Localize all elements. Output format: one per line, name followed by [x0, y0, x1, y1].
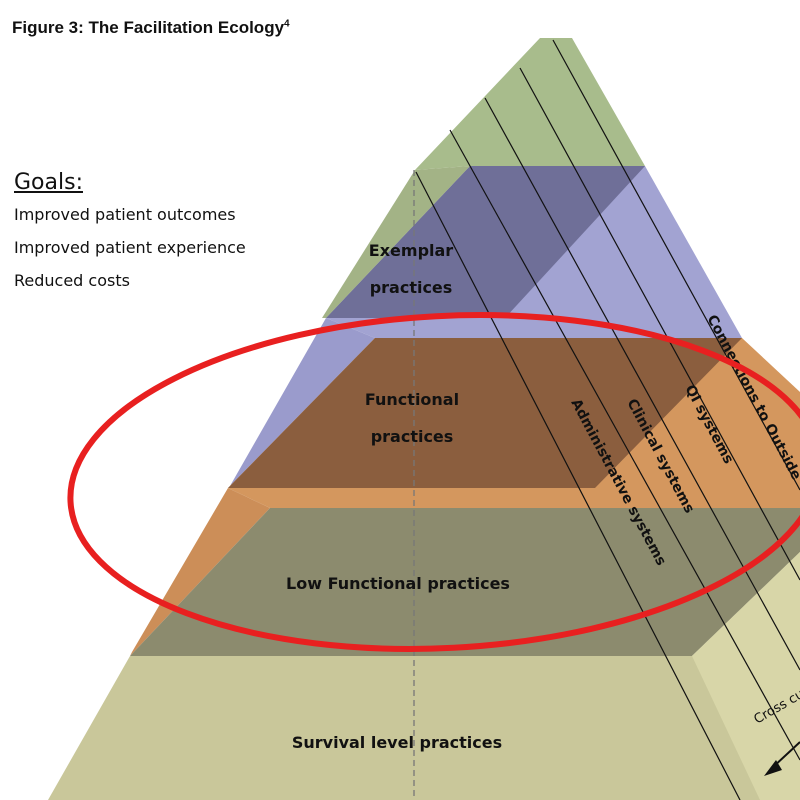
orange-left-face: [130, 488, 270, 656]
blue-overlay-dark: [326, 166, 645, 318]
goal-item-costs: Reduced costs: [14, 271, 130, 290]
goals-heading: Goals:: [14, 170, 83, 195]
survival-face: [48, 552, 800, 800]
pyramid-top-green: [415, 38, 645, 170]
blue-left-face: [228, 318, 375, 488]
level-label-functional-1: Functional: [365, 390, 459, 409]
highlight-ellipse: [67, 312, 800, 652]
figure-title: Figure 3: The Facilitation Ecology4: [12, 18, 290, 37]
level-label-functional-2: practices: [371, 427, 454, 446]
goals-panel: Goals: Improved patient outcomes Improve…: [14, 170, 246, 304]
cross-cutting-arrow-head: [764, 760, 782, 776]
cross-line-1: [415, 171, 741, 800]
goal-item-experience: Improved patient experience: [14, 238, 246, 257]
goal-item-outcomes: Improved patient outcomes: [14, 205, 236, 224]
cross-line-4: [519, 67, 800, 581]
level-label-exemplar-1: Exemplar: [369, 241, 454, 260]
level-label-survival: Survival level practices: [292, 733, 502, 752]
functional-face: [228, 338, 742, 488]
survival-right-face: [692, 552, 800, 800]
title-footnote-marker: 4: [284, 18, 290, 30]
cross-line-3: [484, 97, 800, 671]
cross-line-5: [552, 39, 800, 491]
level-label-exemplar-2: practices: [370, 278, 453, 297]
level-label-low-functional: Low Functional practices: [286, 574, 510, 593]
cross-line-2: [449, 129, 800, 761]
